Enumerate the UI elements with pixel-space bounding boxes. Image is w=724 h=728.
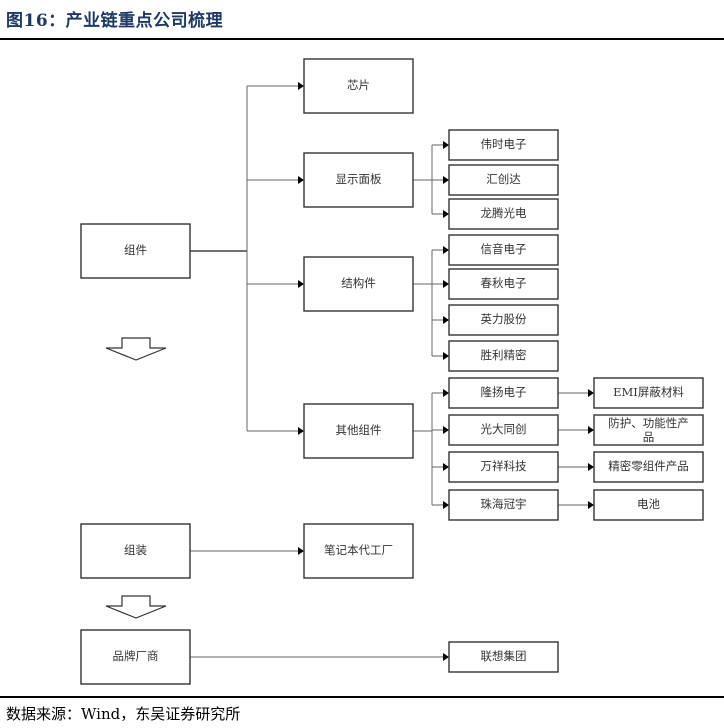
arrowhead	[443, 463, 449, 471]
company-label: 万祥科技	[481, 459, 527, 473]
product-box: 精密零组件产品	[593, 451, 704, 483]
company-box: 光大同创	[448, 414, 559, 446]
category-label: 其他组件	[336, 423, 382, 437]
company-box: 伟时电子	[448, 129, 559, 161]
stage-assembly: 组装	[80, 523, 191, 579]
arrowhead	[298, 82, 304, 90]
company-box: 龙腾光电	[448, 198, 559, 230]
company-label: 信音电子	[481, 242, 527, 256]
category-label: 结构件	[341, 276, 376, 290]
product-box: 电池	[593, 489, 704, 521]
stage-label: 组装	[124, 543, 147, 557]
arrowhead	[443, 316, 449, 324]
arrowhead	[298, 280, 304, 288]
arrowhead	[443, 653, 449, 661]
product-label: 电池	[637, 497, 660, 511]
category-structure: 结构件	[303, 256, 414, 312]
top-rule	[0, 38, 724, 40]
company-label: 珠海冠宇	[481, 497, 527, 511]
company-box: 信音电子	[448, 234, 559, 266]
brand-target-label: 联想集团	[481, 649, 527, 663]
company-label: 隆扬电子	[481, 385, 527, 399]
category-label: 显示面板	[336, 172, 382, 186]
stage-label: 组件	[124, 243, 147, 257]
company-label: 春秋电子	[481, 276, 527, 290]
product-box: 防护、功能性产 品	[593, 414, 704, 446]
category-label: 芯片	[347, 78, 370, 92]
arrowhead	[588, 389, 594, 397]
down-arrow-icon	[105, 337, 167, 361]
arrowhead	[588, 501, 594, 509]
stage-label: 品牌厂商	[113, 649, 159, 663]
product-box: EMI屏蔽材料	[593, 377, 704, 409]
arrowhead	[588, 463, 594, 471]
bottom-rule	[0, 696, 724, 698]
stage-brands: 品牌厂商	[80, 629, 191, 685]
company-label: 光大同创	[481, 422, 527, 436]
arrowhead	[443, 426, 449, 434]
product-label-line2: 品	[643, 430, 655, 444]
category-other: 其他组件	[303, 403, 414, 459]
figure-title: 图16：产业链重点公司梳理	[6, 11, 224, 31]
company-label: 胜利精密	[481, 348, 527, 362]
brand-target: 联想集团	[448, 641, 559, 673]
assembly-target: 笔记本代工厂	[303, 523, 414, 579]
company-box: 隆扬电子	[448, 377, 559, 409]
arrowhead	[443, 210, 449, 218]
company-box: 英力股份	[448, 304, 559, 336]
assembly-target-label: 笔记本代工厂	[324, 543, 393, 557]
arrowhead	[443, 280, 449, 288]
arrowhead	[298, 547, 304, 555]
arrowhead	[443, 501, 449, 509]
company-label: 汇创达	[486, 172, 521, 186]
connectors	[190, 82, 594, 661]
company-box: 胜利精密	[448, 340, 559, 372]
down-arrow-icon	[105, 595, 167, 619]
company-label: 龙腾光电	[481, 206, 527, 220]
company-box: 春秋电子	[448, 268, 559, 300]
company-box: 万祥科技	[448, 451, 559, 483]
product-label-line1: 防护、功能性产	[608, 416, 689, 430]
stage-components: 组件	[80, 223, 191, 279]
arrowhead	[298, 427, 304, 435]
company-label: 伟时电子	[481, 137, 527, 151]
company-box: 珠海冠宇	[448, 489, 559, 521]
company-label: 英力股份	[481, 312, 527, 326]
arrowhead	[298, 176, 304, 184]
arrowhead	[443, 389, 449, 397]
arrowhead	[443, 176, 449, 184]
arrowhead	[443, 141, 449, 149]
arrowhead	[443, 352, 449, 360]
arrowhead	[443, 246, 449, 254]
product-label: 精密零组件产品	[608, 459, 689, 473]
arrowhead	[588, 426, 594, 434]
source-note: 数据来源：Wind，东吴证券研究所	[6, 705, 241, 723]
product-label: EMI屏蔽材料	[613, 385, 684, 399]
company-box: 汇创达	[448, 164, 559, 196]
category-chip: 芯片	[303, 58, 414, 114]
category-display-panel: 显示面板	[303, 152, 414, 208]
